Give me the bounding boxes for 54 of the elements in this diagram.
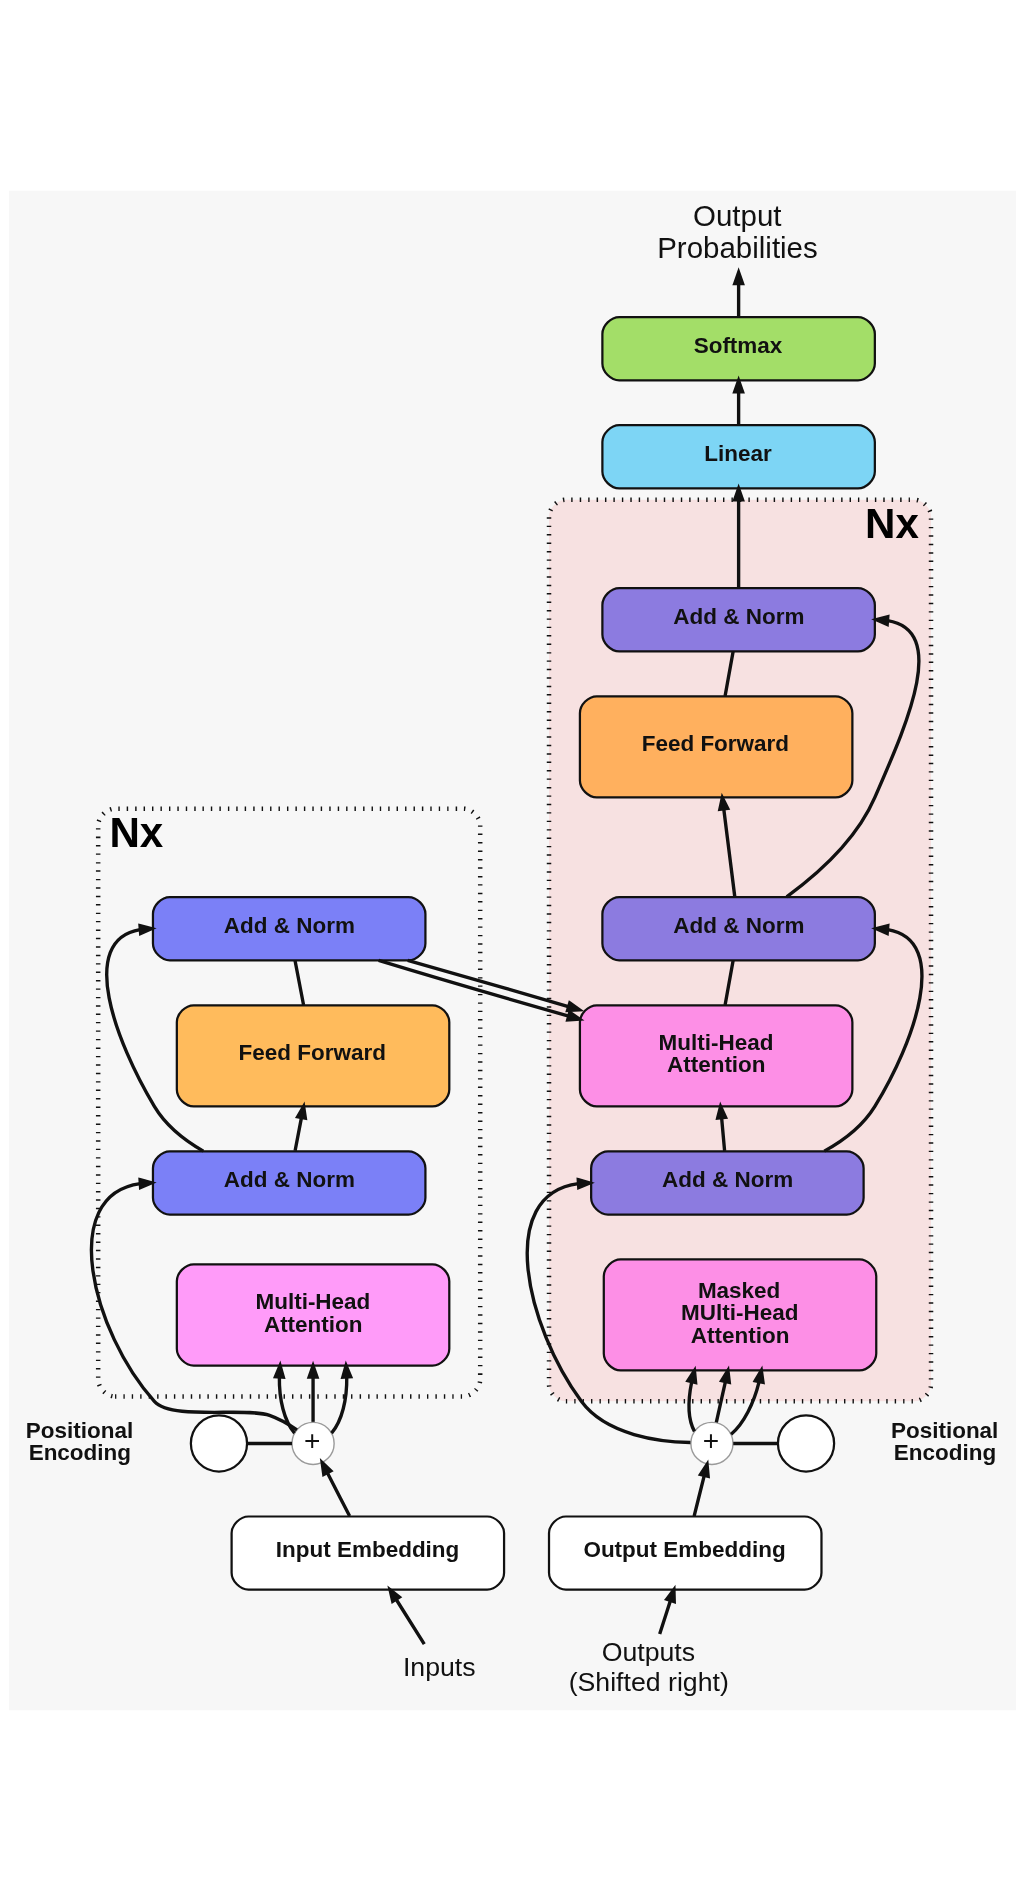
node-text: Inputs bbox=[402, 1651, 476, 1682]
arrow bbox=[714, 1100, 728, 1151]
node-box: Feed Forward bbox=[578, 694, 853, 799]
node-box: Multi-Head Attention bbox=[578, 1003, 853, 1108]
connector bbox=[732, 1441, 778, 1445]
arrow bbox=[785, 613, 920, 898]
arrow bbox=[104, 922, 204, 1153]
arrow bbox=[717, 792, 736, 897]
node-text: Output Probabilities bbox=[656, 198, 818, 264]
node-box: Multi-Head Attention bbox=[175, 1262, 450, 1367]
connector bbox=[722, 650, 735, 696]
node-box: Add & Norm bbox=[589, 1149, 865, 1216]
connector bbox=[722, 959, 735, 1005]
node-text: Outputs (Shifted right) bbox=[568, 1636, 729, 1697]
node-label: Positional Encoding bbox=[25, 1417, 133, 1465]
arrow bbox=[657, 1584, 676, 1635]
arrow bbox=[406, 958, 584, 1012]
arrow bbox=[822, 922, 923, 1153]
arrow bbox=[731, 266, 745, 317]
node-circle bbox=[189, 1413, 248, 1473]
node-circle bbox=[776, 1413, 835, 1473]
node-box: Add & Norm bbox=[151, 895, 427, 961]
node-label: Positional Encoding bbox=[890, 1417, 998, 1465]
arrow bbox=[729, 1365, 765, 1435]
node-label: Nx bbox=[108, 808, 163, 856]
arrow bbox=[731, 483, 745, 588]
arrow bbox=[329, 1360, 353, 1434]
arrow bbox=[692, 1458, 710, 1516]
connector bbox=[246, 1441, 292, 1445]
cluster bbox=[95, 805, 482, 1399]
arrow bbox=[714, 1365, 731, 1423]
node-box: Add & Norm bbox=[151, 1149, 427, 1216]
node-box: Add & Norm bbox=[600, 895, 876, 961]
arrow bbox=[272, 1360, 296, 1434]
node-circle: + bbox=[689, 1421, 734, 1465]
node-box: Masked MUlti-Head Attention bbox=[602, 1257, 877, 1372]
node-circle: + bbox=[290, 1421, 335, 1465]
arrow bbox=[306, 1360, 319, 1422]
arrow bbox=[525, 1176, 690, 1444]
node-label: Nx bbox=[864, 499, 919, 547]
node-box: Add & Norm bbox=[600, 586, 876, 652]
node-box: Linear bbox=[600, 423, 876, 490]
arrow bbox=[731, 374, 745, 425]
arrow bbox=[684, 1365, 697, 1432]
node-box: Input Embedding bbox=[230, 1514, 505, 1591]
node-box: Softmax bbox=[600, 315, 876, 381]
arrow bbox=[386, 1584, 426, 1645]
connector bbox=[292, 959, 305, 1005]
arrow bbox=[377, 958, 584, 1022]
node-box: Feed Forward bbox=[175, 1003, 450, 1108]
arrow bbox=[89, 1176, 298, 1431]
arrow bbox=[292, 1100, 307, 1151]
arrow bbox=[319, 1457, 351, 1517]
node-box: Output Embedding bbox=[547, 1514, 823, 1591]
